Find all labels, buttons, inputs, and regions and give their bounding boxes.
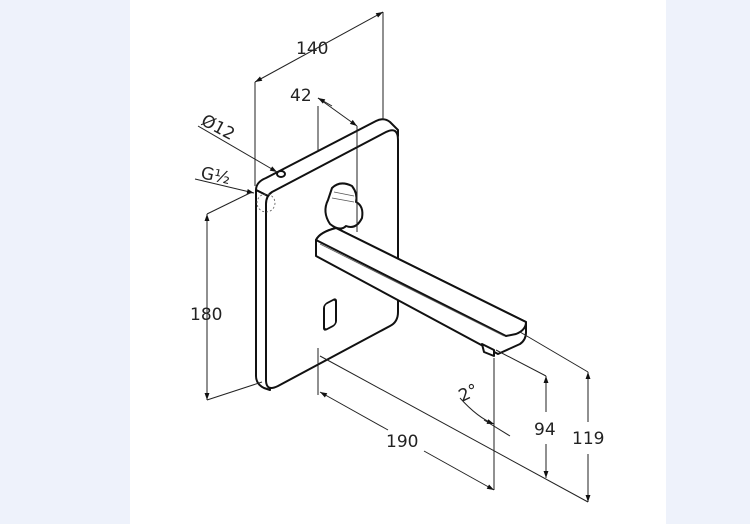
control-knob [324,182,364,230]
dim-projection: 190 [386,432,418,452]
dimension-lines [194,11,591,503]
dim-thread: G½ [199,163,232,189]
dim-plate-height: 180 [190,305,222,325]
dim-knob-offset: 42 [290,86,312,106]
inlet-circle [256,193,276,213]
dim-plate-width: 140 [296,39,328,59]
dim-diameter: Ø12 [198,111,238,145]
spout [315,227,527,357]
dim-spout-height: 119 [572,429,604,449]
dim-outlet-height: 94 [534,420,556,440]
spout-outlet [481,343,495,357]
sensor-window [323,298,337,331]
inlet-pipe [276,170,286,178]
dim-angle: 2° [456,380,482,406]
